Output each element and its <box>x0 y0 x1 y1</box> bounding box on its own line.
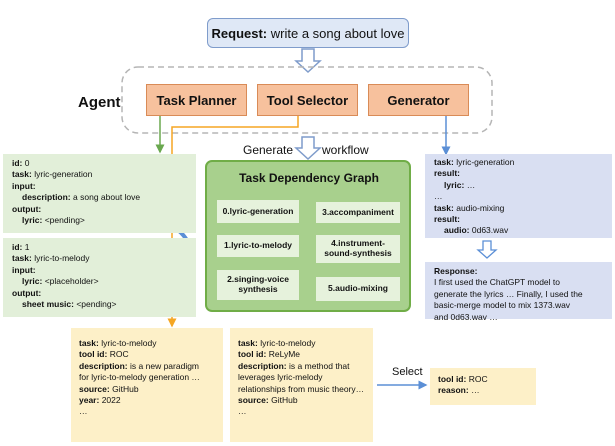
select-label: Select <box>392 366 423 378</box>
task0-panel: id: 0 task: lyric-generation input: desc… <box>3 154 196 233</box>
request-text: write a song about love <box>270 25 405 41</box>
graph-node-audio-mixing: 5.audio-mixing <box>316 277 400 301</box>
tool-candidate-roc: task: lyric-to-melody tool id: ROC descr… <box>71 328 223 442</box>
request-box: Request: write a song about love <box>207 18 409 48</box>
agent-label: Agent <box>78 94 121 111</box>
response-label: Response: <box>434 266 478 276</box>
graph-title: Task Dependency Graph <box>239 171 379 185</box>
workflow-label: workflow <box>322 143 369 157</box>
selector-to-graph-arrow <box>294 136 322 161</box>
results-panel: task: lyric-generation result: lyric: … … <box>425 154 612 238</box>
tool-selector-box: Tool Selector <box>257 84 358 116</box>
graph-node-singing-voice-synthesis: 2.singing-voice synthesis <box>217 270 299 300</box>
results-to-response-arrow <box>476 240 498 259</box>
graph-node-lyric-generation: 0.lyric-generation <box>217 200 299 223</box>
request-label: Request: <box>211 25 268 41</box>
generator-box: Generator <box>368 84 469 116</box>
task1-panel: id: 1 task: lyric-to-melody input: lyric… <box>3 238 196 317</box>
generate-label: Generate <box>243 143 294 157</box>
selection-result-panel: tool id: ROC reason: … <box>430 368 536 405</box>
graph-node-accompaniment: 3.accompaniment <box>316 202 400 223</box>
tool-candidate-relyme: task: lyric-to-melody tool id: ReLyMe de… <box>230 328 373 442</box>
task-planner-box: Task Planner <box>146 84 247 116</box>
request-to-agent-arrow <box>294 48 322 74</box>
graph-node-lyric-to-melody: 1.lyric-to-melody <box>217 235 299 257</box>
graph-node-instrument-sound-synthesis: 4.instrument- sound-synthesis <box>316 235 400 263</box>
agent-container <box>121 66 493 134</box>
response-panel: Response: I first used the ChatGPT model… <box>425 262 612 322</box>
